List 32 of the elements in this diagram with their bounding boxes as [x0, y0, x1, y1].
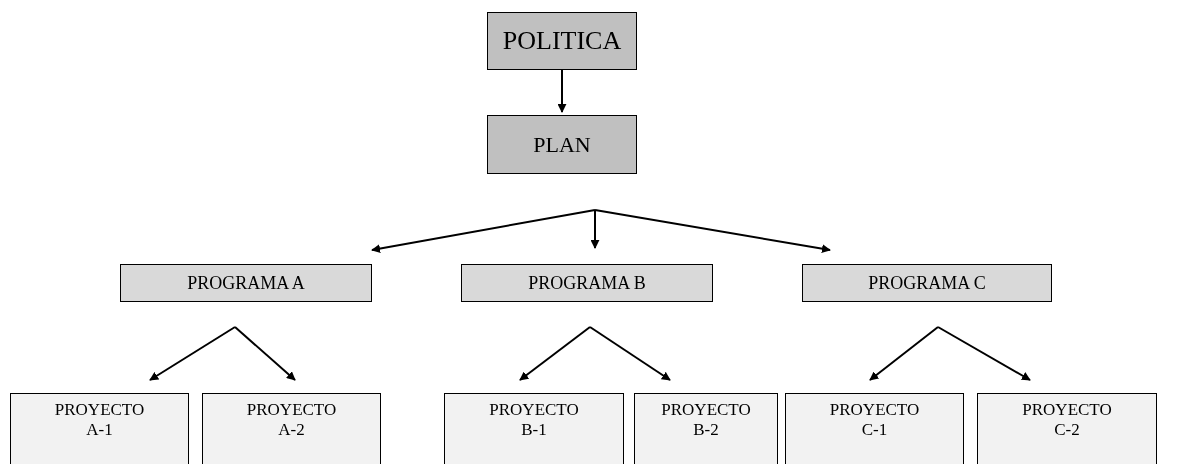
- box-label: PLAN: [533, 131, 591, 158]
- arrow: [594, 209, 831, 254]
- box-label: PROGRAMA A: [187, 272, 305, 294]
- arrow: [937, 326, 1031, 381]
- hierarchy-box: [202, 393, 381, 464]
- box-label: PROYECTO B-2: [660, 400, 752, 440]
- box-label: PROGRAMA B: [528, 272, 646, 294]
- box-label: PROYECTO C-2: [1021, 400, 1113, 440]
- box-label: PROYECTO C-1: [828, 400, 921, 440]
- arrow: [557, 69, 567, 113]
- arrow: [869, 326, 939, 381]
- arrow: [590, 209, 600, 249]
- box-label: PROGRAMA C: [868, 272, 986, 294]
- arrow: [371, 209, 596, 253]
- hierarchy-box: [487, 12, 637, 70]
- box-label: PROYECTO A-2: [245, 400, 338, 440]
- hierarchy-box: [977, 393, 1157, 464]
- hierarchy-box: [785, 393, 964, 464]
- hierarchy-box: [10, 393, 189, 464]
- hierarchy-box: [120, 264, 372, 302]
- arrow: [234, 326, 296, 381]
- box-label: PROYECTO A-1: [53, 400, 146, 440]
- hierarchy-box: [634, 393, 778, 464]
- arrow: [589, 326, 671, 381]
- box-label: POLITICA: [502, 26, 622, 56]
- hierarchy-box: [444, 393, 624, 464]
- arrow: [519, 326, 591, 381]
- hierarchy-box: [487, 115, 637, 174]
- hierarchy-box: [802, 264, 1052, 302]
- arrow: [149, 326, 236, 381]
- box-label: PROYECTO B-1: [488, 400, 580, 440]
- hierarchy-box: [461, 264, 713, 302]
